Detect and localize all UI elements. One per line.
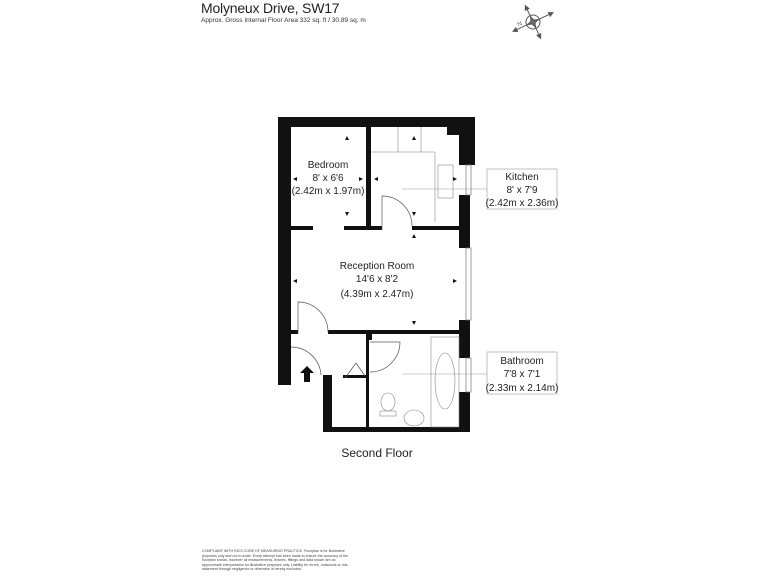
floor-area-subtitle: Approx. Gross Internal Floor Area 332 sq…: [201, 17, 366, 24]
bathtub-icon: [434, 352, 456, 410]
room-label-bathroom: Bathroom 7'8 x 7'1 (2.33m x 2.14m): [486, 356, 559, 394]
room-label-reception: Reception Room 14'6 x 8'2 (4.39m x 2.47m…: [340, 261, 414, 300]
room-imperial: 14'6 x 8'2: [356, 274, 399, 285]
room-name: Bathroom: [500, 356, 543, 367]
room-name: Reception Room: [340, 261, 414, 272]
entrance-arrow-icon: [300, 366, 314, 382]
room-label-bedroom: Bedroom 8' x 6'6 (2.42m x 1.97m): [292, 160, 365, 197]
room-metric: (2.42m x 2.36m): [486, 198, 559, 209]
room-name: Bedroom: [308, 160, 349, 171]
room-name: Kitchen: [505, 172, 538, 183]
kitchen-sink-icon: [437, 164, 454, 199]
windows: [465, 164, 472, 393]
room-label-kitchen: Kitchen 8' x 7'9 (2.42m x 2.36m): [486, 172, 559, 209]
fixtures: [371, 127, 460, 428]
leader-lines: [402, 168, 558, 395]
page-title: Molyneux Drive, SW17: [201, 0, 340, 16]
compass-rose-icon: N: [512, 4, 554, 40]
room-metric: (2.33m x 2.14m): [486, 383, 559, 394]
room-imperial: 7'8 x 7'1: [504, 369, 541, 380]
room-metric: (4.39m x 2.47m): [341, 289, 414, 300]
walls: [278, 117, 475, 432]
compass-north-label: N: [517, 21, 523, 28]
floor-label: Second Floor: [341, 446, 412, 460]
bathroom-label-box: [486, 351, 558, 395]
basin-icon: [403, 409, 425, 427]
toilet-icon: [380, 392, 396, 412]
room-imperial: 8' x 7'9: [506, 185, 537, 196]
room-metric: (2.42m x 1.97m): [292, 186, 365, 197]
disclaimer-text: COMPLIANT WITH RICS CODE OF MEASURING PR…: [202, 549, 349, 572]
kitchen-label-box: [486, 168, 558, 210]
doors: [290, 195, 413, 379]
room-imperial: 8' x 6'6: [312, 173, 343, 184]
